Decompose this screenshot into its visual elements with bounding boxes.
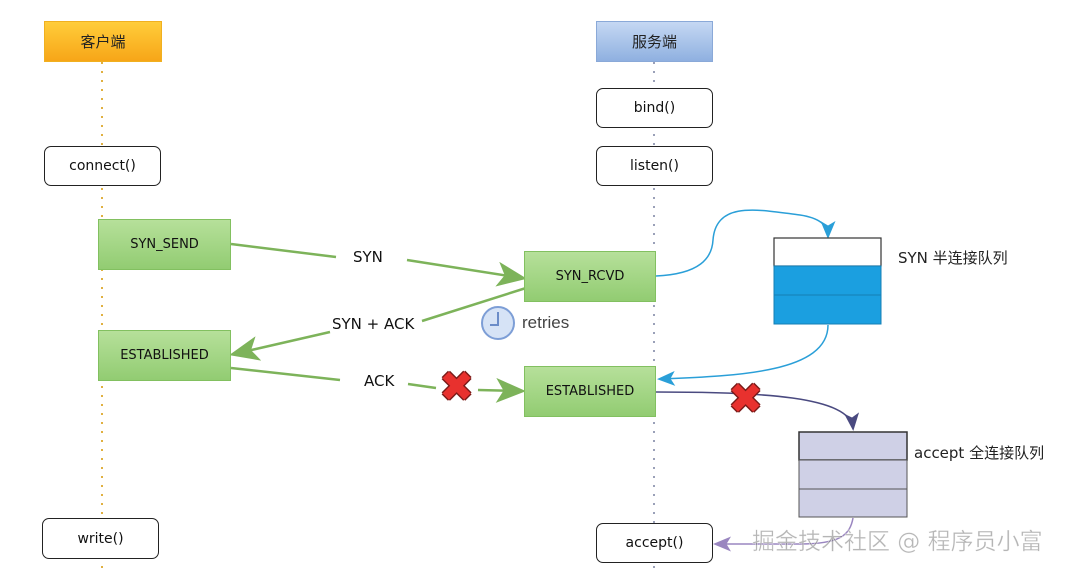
clock-icon	[481, 306, 515, 340]
server-lane-title: 服务端	[631, 33, 677, 51]
connect-call-box: connect()	[44, 146, 161, 186]
accept-queue-slot	[798, 488, 908, 518]
ack-dropped-x-icon: ✖	[439, 362, 475, 411]
bind-call-label: bind()	[633, 100, 676, 116]
retries-label: retries	[522, 313, 570, 332]
syn-queue-dequeue-arrow	[657, 324, 829, 386]
server-lane-header: 服务端	[596, 21, 713, 62]
accept-queue	[798, 431, 908, 518]
ack-arrow-line-a	[230, 366, 341, 382]
connect-call-label: connect()	[69, 158, 136, 174]
watermark: 掘金技术社区 @ 程序员小富	[752, 529, 1043, 556]
syn-ack-arrow	[229, 330, 331, 361]
server-established-label: ESTABLISHED	[545, 384, 635, 399]
syn-ack-message-label: SYN + ACK	[332, 315, 415, 333]
syn-arrow-line-a	[230, 242, 337, 259]
accept-queue-slot	[798, 431, 908, 461]
server-syn-rcvd-label: SYN_RCVD	[555, 269, 625, 284]
client-established-state: ESTABLISHED	[98, 330, 231, 381]
listen-call-label: listen()	[630, 158, 679, 174]
client-syn-send-label: SYN_SEND	[130, 237, 199, 252]
syn-message-label: SYN	[353, 248, 383, 266]
ack-message-label: ACK	[364, 372, 395, 390]
accept-call-label: accept()	[625, 535, 684, 551]
accept-dequeue-arrow	[713, 517, 854, 552]
bind-call-box: bind()	[596, 88, 713, 128]
ack-arrow	[477, 377, 526, 403]
accept-queue-label: accept 全连接队列	[914, 444, 1045, 462]
syn-queue-slot-empty	[773, 237, 882, 267]
server-established-state: ESTABLISHED	[524, 366, 656, 417]
write-call-label: write()	[77, 530, 124, 547]
syn-ack-arrow-line-a	[421, 286, 527, 323]
syn-queue-slot-filled	[773, 294, 882, 325]
accept-queue-slot	[798, 459, 908, 490]
listen-call-box: listen()	[596, 146, 713, 186]
write-call-box: write()	[42, 518, 159, 559]
accept-call-box: accept()	[596, 523, 713, 563]
syn-queue-label: SYN 半连接队列	[898, 249, 1008, 267]
client-lane-header: 客户端	[44, 21, 162, 62]
syn-queue	[773, 237, 882, 325]
syn-queue-slot-filled	[773, 265, 882, 296]
syn-queue-enqueue-arrow	[655, 209, 836, 277]
client-established-label: ESTABLISHED	[120, 348, 209, 363]
accept-queue-full-x-icon: ✖	[728, 374, 764, 423]
ack-arrow-line-b	[407, 382, 437, 390]
client-lane-title: 客户端	[80, 33, 126, 51]
server-syn-rcvd-state: SYN_RCVD	[524, 251, 656, 302]
syn-arrow	[406, 258, 527, 287]
accept-queue-enqueue-arrow	[655, 391, 860, 431]
client-syn-send-state: SYN_SEND	[98, 219, 231, 270]
